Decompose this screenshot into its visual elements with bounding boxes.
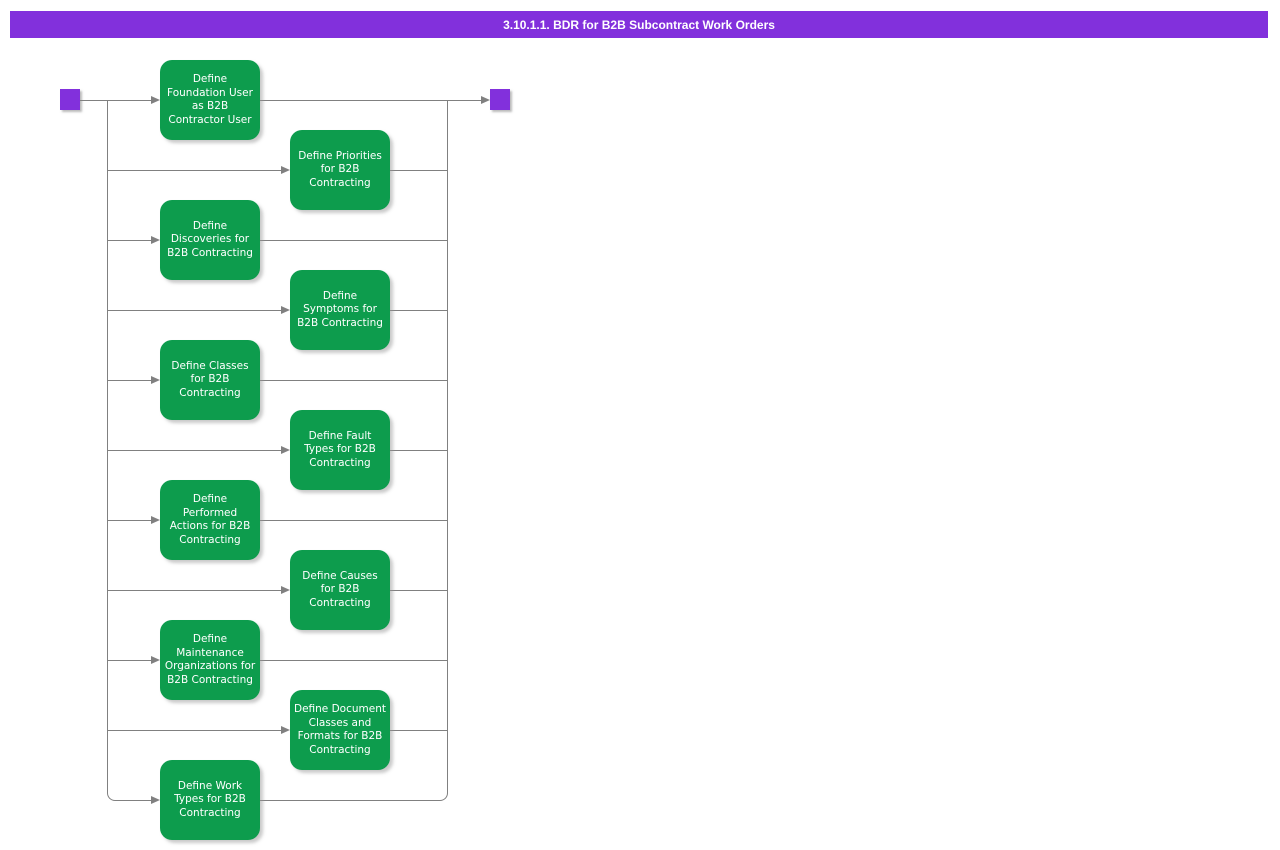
connector-line <box>107 100 108 793</box>
diagram-title-bar: 3.10.1.1. BDR for B2B Subcontract Work O… <box>10 11 1268 38</box>
arrowhead-icon <box>151 376 160 384</box>
activity-node-fault-types[interactable]: Define Fault Types for B2B Contracting <box>290 410 390 490</box>
connector-line <box>115 800 151 801</box>
connector-line <box>107 240 151 241</box>
arrowhead-icon <box>281 446 290 454</box>
activity-node-symptoms[interactable]: Define Symptoms for B2B Contracting <box>290 270 390 350</box>
arrowhead-icon <box>281 726 290 734</box>
arrowhead-icon <box>151 516 160 524</box>
arrowhead-icon <box>151 796 160 804</box>
connector-line <box>80 100 151 101</box>
arrowhead-icon <box>281 166 290 174</box>
start-node <box>60 89 80 110</box>
connector-line <box>107 590 281 591</box>
activity-node-document-classes-formats[interactable]: Define Document Classes and Formats for … <box>290 690 390 770</box>
connector-line <box>107 450 281 451</box>
end-node <box>490 89 510 110</box>
connector-line <box>390 170 447 171</box>
activity-node-causes[interactable]: Define Causes for B2B Contracting <box>290 550 390 630</box>
arrowhead-icon <box>151 656 160 664</box>
arrowhead-icon <box>151 236 160 244</box>
connector-line <box>107 380 151 381</box>
activity-node-foundation-user[interactable]: Define Foundation User as B2B Contractor… <box>160 60 260 140</box>
activity-node-priorities[interactable]: Define Priorities for B2B Contracting <box>290 130 390 210</box>
connector-corner <box>107 793 115 801</box>
arrowhead-icon <box>481 96 490 104</box>
activity-node-discoveries[interactable]: Define Discoveries for B2B Contracting <box>160 200 260 280</box>
arrowhead-icon <box>281 306 290 314</box>
connector-line <box>107 660 151 661</box>
connector-line <box>107 170 281 171</box>
connector-line <box>260 660 447 661</box>
connector-line <box>390 450 447 451</box>
connector-corner <box>440 793 448 801</box>
connector-line <box>260 380 447 381</box>
arrowhead-icon <box>281 586 290 594</box>
activity-node-maintenance-organizations[interactable]: Define Maintenance Organizations for B2B… <box>160 620 260 700</box>
connector-line <box>390 730 447 731</box>
connector-line <box>260 100 481 101</box>
diagram-title: 3.10.1.1. BDR for B2B Subcontract Work O… <box>503 17 775 32</box>
connector-line <box>107 730 281 731</box>
connector-line <box>260 520 447 521</box>
activity-node-classes[interactable]: Define Classes for B2B Contracting <box>160 340 260 420</box>
connector-line <box>390 310 447 311</box>
arrowhead-icon <box>151 96 160 104</box>
activity-node-work-types[interactable]: Define Work Types for B2B Contracting <box>160 760 260 840</box>
connector-line <box>107 310 281 311</box>
connector-line <box>107 520 151 521</box>
activity-node-performed-actions[interactable]: Define Performed Actions for B2B Contrac… <box>160 480 260 560</box>
connector-line <box>260 800 440 801</box>
connector-line <box>390 590 447 591</box>
connector-line <box>447 100 448 793</box>
connector-line <box>260 240 447 241</box>
